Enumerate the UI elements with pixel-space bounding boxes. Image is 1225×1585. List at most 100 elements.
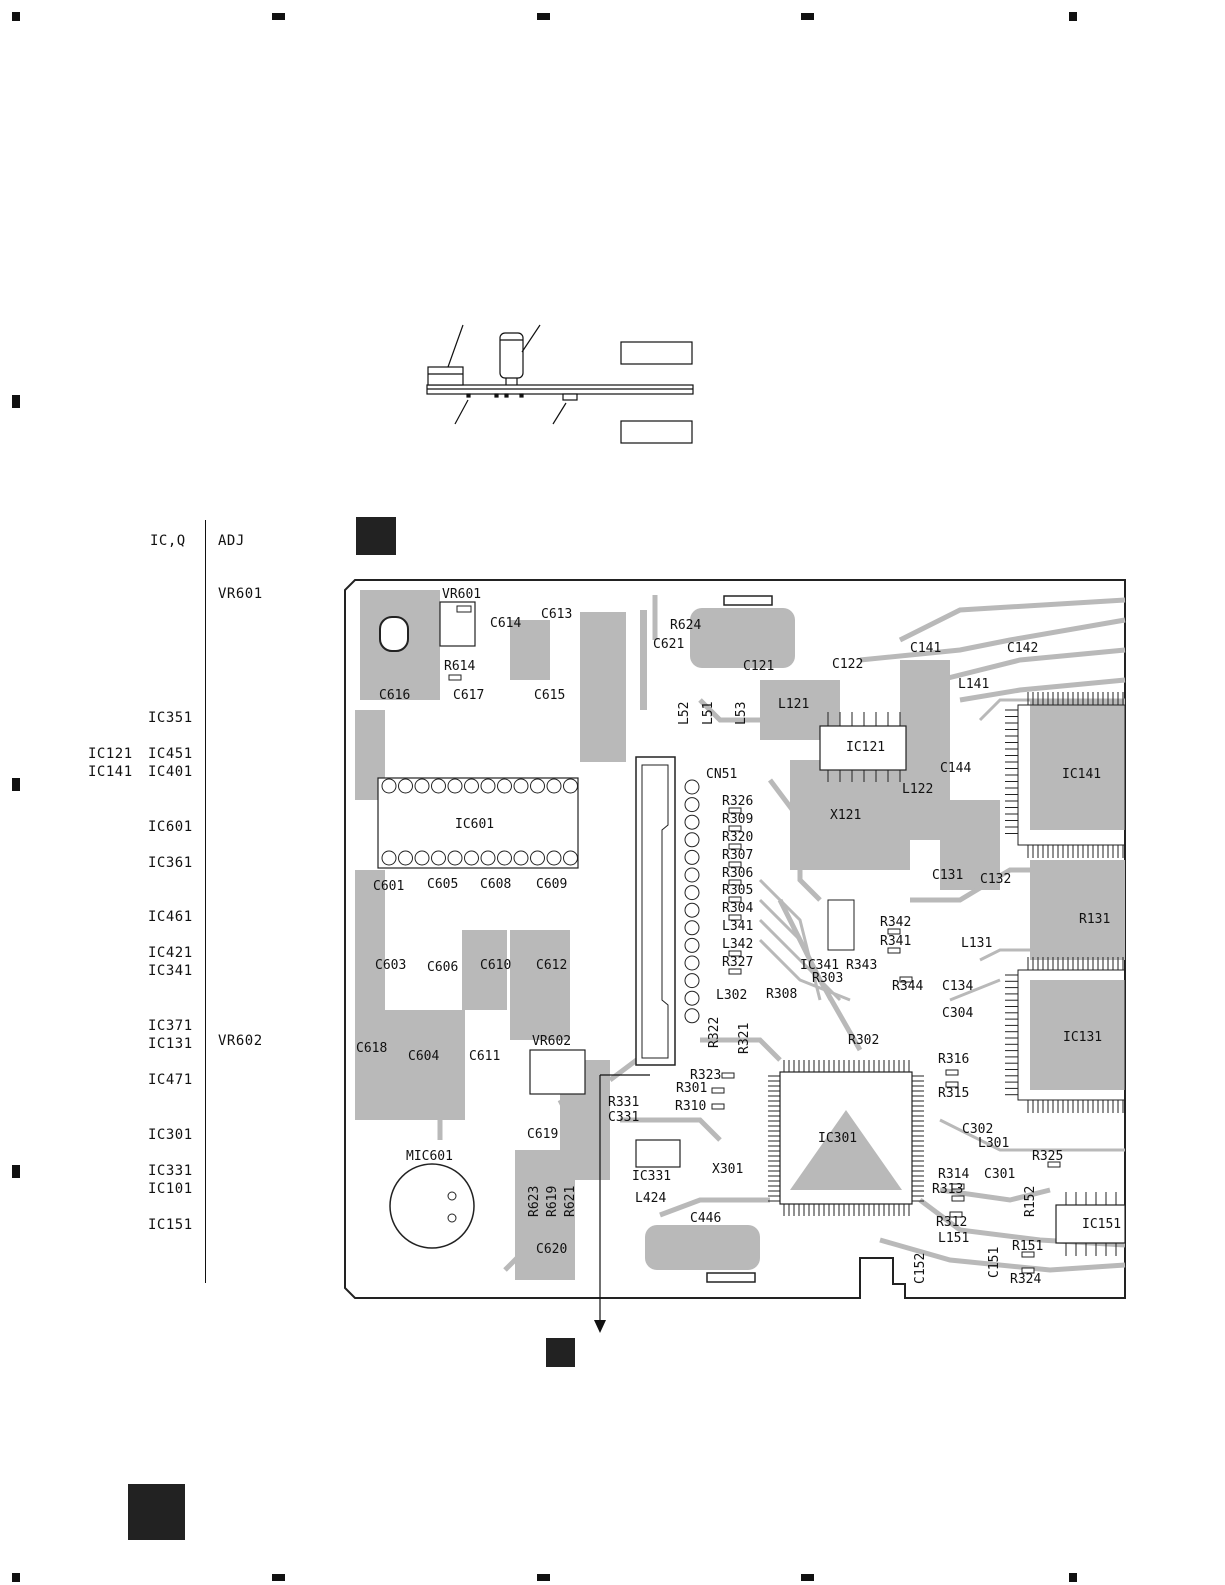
component-label-r151: R151 — [1012, 1239, 1043, 1254]
component-label-r324: R324 — [1010, 1272, 1041, 1287]
component-label-r312: R312 — [936, 1215, 967, 1230]
component-label-r316: R316 — [938, 1052, 969, 1067]
component-label-l151: L151 — [938, 1231, 969, 1246]
component-label-r131: R131 — [1079, 912, 1110, 927]
registration-mark — [12, 12, 20, 21]
ref-item: VR602 — [218, 1033, 263, 1049]
component-label-ic141: IC141 — [1062, 767, 1101, 782]
component-label-c619: C619 — [527, 1127, 558, 1142]
component-label-cn51: CN51 — [706, 767, 737, 782]
component-label-r302: R302 — [848, 1033, 879, 1048]
component-label-c141: C141 — [910, 641, 941, 656]
component-label-vr602: VR602 — [532, 1034, 571, 1049]
ref-item: IC341 — [148, 963, 193, 979]
registration-mark — [1069, 1573, 1077, 1582]
component-label-c608: C608 — [480, 877, 511, 892]
registration-mark — [272, 13, 285, 20]
component-label-r313: R313 — [932, 1182, 963, 1197]
ref-header-adj: ADJ — [218, 533, 245, 549]
ref-item: IC601 — [148, 819, 193, 835]
component-label-l341: L341 — [722, 919, 753, 934]
component-label-c331: C331 — [608, 1110, 639, 1125]
component-label-c621: C621 — [653, 637, 684, 652]
component-label-c601: C601 — [373, 879, 404, 894]
component-label-c609: C609 — [536, 877, 567, 892]
component-label-r621: R621 — [563, 1186, 578, 1217]
component-label-mic601: MIC601 — [406, 1149, 453, 1164]
registration-mark — [1069, 12, 1077, 21]
component-label-r325: R325 — [1032, 1149, 1063, 1164]
ref-item: IC421 — [148, 945, 193, 961]
component-label-l141: L141 — [958, 677, 989, 692]
component-label-r305: R305 — [722, 883, 753, 898]
component-label-r309: R309 — [722, 812, 753, 827]
component-label-r331: R331 — [608, 1095, 639, 1110]
component-label-c122: C122 — [832, 657, 863, 672]
ref-item: IC401 — [148, 764, 193, 780]
component-label-r304: R304 — [722, 901, 753, 916]
component-label-ic331: IC331 — [632, 1169, 671, 1184]
ref-item: IC131 — [148, 1036, 193, 1052]
section-tab — [546, 1338, 575, 1367]
component-label-r315: R315 — [938, 1086, 969, 1101]
component-label-l131: L131 — [961, 936, 992, 951]
component-label-r341: R341 — [880, 934, 911, 949]
component-label-c131: C131 — [932, 868, 963, 883]
registration-mark — [272, 1574, 285, 1581]
component-label-c121: C121 — [743, 659, 774, 674]
component-label-c301: C301 — [984, 1167, 1015, 1182]
component-label-ic301: IC301 — [818, 1131, 857, 1146]
ref-item: VR601 — [218, 586, 263, 602]
registration-mark — [537, 1574, 550, 1581]
registration-mark — [537, 13, 550, 20]
ref-header-icq: IC,Q — [150, 533, 186, 549]
component-label-l51: L51 — [701, 702, 716, 725]
component-label-r326: R326 — [722, 794, 753, 809]
component-label-l342: L342 — [722, 937, 753, 952]
component-label-c605: C605 — [427, 877, 458, 892]
component-label-ic131: IC131 — [1063, 1030, 1102, 1045]
ref-item: IC361 — [148, 855, 193, 871]
component-label-c446: C446 — [690, 1211, 721, 1226]
component-label-l122: L122 — [902, 782, 933, 797]
component-label-r301: R301 — [676, 1081, 707, 1096]
component-label-ic121: IC121 — [846, 740, 885, 755]
ref-item: IC351 — [148, 710, 193, 726]
component-label-c610: C610 — [480, 958, 511, 973]
component-label-r303: R303 — [812, 971, 843, 986]
component-label-c151: C151 — [987, 1247, 1002, 1278]
component-label-x301: X301 — [712, 1162, 743, 1177]
component-label-r321: R321 — [737, 1023, 752, 1054]
component-label-l302: L302 — [716, 988, 747, 1003]
ref-item: IC331 — [148, 1163, 193, 1179]
page-tab — [128, 1484, 185, 1540]
component-label-r314: R314 — [938, 1167, 969, 1182]
component-label-r320: R320 — [722, 830, 753, 845]
pcb-board: VR601C614C613R624C621C121C122C141C142R61… — [344, 579, 1126, 1333]
component-label-c603: C603 — [375, 958, 406, 973]
component-label-l53: L53 — [734, 702, 749, 725]
component-label-r323: R323 — [690, 1068, 721, 1083]
component-label-l301: L301 — [978, 1136, 1009, 1151]
ref-item: IC371 — [148, 1018, 193, 1034]
registration-mark — [801, 1574, 814, 1581]
component-label-c611: C611 — [469, 1049, 500, 1064]
component-label-r152: R152 — [1023, 1186, 1038, 1217]
component-label-c142: C142 — [1007, 641, 1038, 656]
registration-mark — [12, 1165, 20, 1178]
component-label-c152: C152 — [913, 1253, 928, 1284]
component-label-r344: R344 — [892, 979, 923, 994]
component-label-c620: C620 — [536, 1242, 567, 1257]
component-label-r624: R624 — [670, 618, 701, 633]
ref-item: IC151 — [148, 1217, 193, 1233]
component-label-r306: R306 — [722, 866, 753, 881]
ref-item: IC101 — [148, 1181, 193, 1197]
component-label-c616: C616 — [379, 688, 410, 703]
component-label-c614: C614 — [490, 616, 521, 631]
component-label-c606: C606 — [427, 960, 458, 975]
component-label-ic601: IC601 — [455, 817, 494, 832]
component-label-c612: C612 — [536, 958, 567, 973]
component-label-x121: X121 — [830, 808, 861, 823]
